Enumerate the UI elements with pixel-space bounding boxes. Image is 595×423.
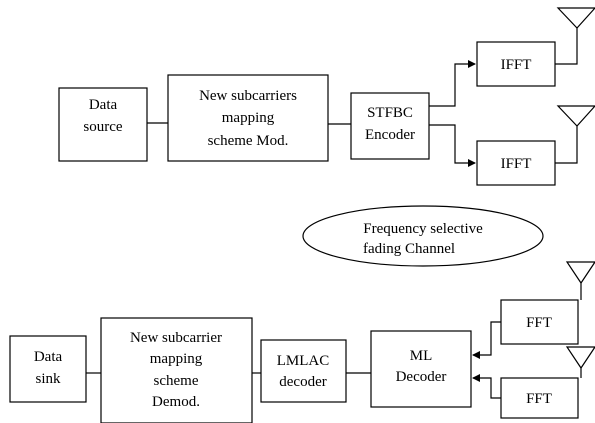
lmlac-decoder-block: LMLAC decoder	[260, 339, 347, 403]
data-source-block: Data source	[58, 87, 148, 162]
mapping-label-line1: New subcarriers	[199, 88, 297, 104]
ml-decoder-block: ML Decoder	[370, 330, 472, 408]
wire-fft-bottom-to-ml-decoder	[472, 374, 501, 399]
lmlac-label-line2: decoder	[279, 374, 326, 390]
channel-ellipse: Frequency selective fading Channel	[302, 205, 544, 267]
ifft-top-label: IFFT	[501, 57, 532, 73]
ml-decoder-label-line2: Decoder	[396, 369, 447, 385]
stfbc-encoder-block: STFBC Encoder	[350, 92, 430, 160]
rx-antenna-bottom-icon	[565, 346, 595, 370]
fft-bottom-label: FFT	[526, 391, 552, 407]
data-sink-label-line1: Data	[34, 349, 63, 365]
fft-top-label: FFT	[526, 315, 552, 331]
channel-label-line2: fading Channel	[363, 241, 455, 257]
subcarrier-demapping-block: New subcarrier mapping scheme Demod.	[100, 317, 253, 423]
channel-label-line1: Frequency selective	[363, 221, 483, 237]
data-sink-label-line2: sink	[35, 371, 61, 387]
fft-bottom-block: FFT	[500, 377, 579, 419]
demapping-label-line3: scheme	[154, 373, 199, 389]
encoder-label-line2: Encoder	[365, 127, 415, 143]
wire-ifft-top-to-antenna	[555, 28, 578, 65]
tx-antenna-bottom-icon	[556, 105, 595, 127]
ifft-top-block: IFFT	[476, 41, 556, 87]
wire-encoder-to-ifft-bottom	[429, 124, 476, 167]
data-source-label-line1: Data	[89, 97, 118, 113]
fft-top-block: FFT	[500, 299, 579, 345]
subcarrier-mapping-block: New subcarriers mapping scheme Mod.	[167, 74, 329, 162]
wire-encoder-to-ifft-top	[429, 60, 476, 107]
demapping-label-line1: New subcarrier	[130, 330, 222, 346]
mapping-label-line3: scheme Mod.	[208, 133, 289, 149]
tx-antenna-top-icon	[556, 7, 595, 29]
demapping-label-line4: Demod.	[152, 394, 200, 410]
wire-fft-top-to-ml-decoder	[472, 321, 501, 359]
ml-decoder-label-line1: ML	[410, 348, 433, 364]
encoder-label-line1: STFBC	[367, 105, 413, 121]
lmlac-label-line1: LMLAC	[277, 353, 330, 369]
wire-ifft-bottom-to-antenna	[555, 126, 578, 164]
rx-antenna-top-icon	[565, 261, 595, 285]
ifft-bottom-block: IFFT	[476, 140, 556, 186]
demapping-label-line2: mapping	[150, 351, 203, 367]
mapping-label-line2: mapping	[222, 110, 275, 126]
ifft-bottom-label: IFFT	[501, 156, 532, 172]
data-sink-block: Data sink	[9, 335, 87, 403]
data-source-label-line2: source	[83, 119, 122, 135]
